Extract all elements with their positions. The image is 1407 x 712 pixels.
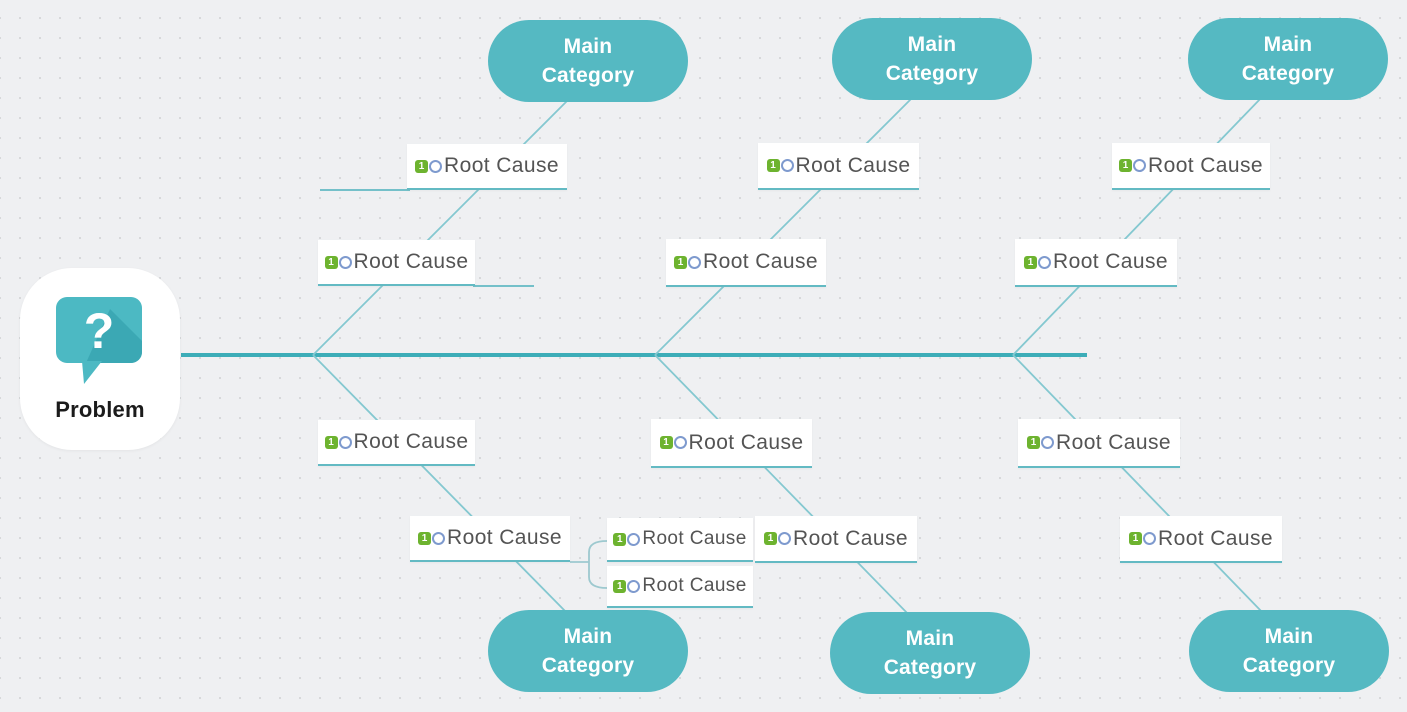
root-cause-label: Root Cause: [1158, 526, 1273, 550]
root-cause-node[interactable]: 1 Root Cause: [758, 143, 919, 190]
main-category-label: Main Category: [541, 35, 635, 87]
number-badge-icon: 1: [764, 532, 778, 545]
root-cause-label: Root Cause: [353, 430, 469, 453]
bone-top-right: [1012, 95, 1264, 356]
number-badge-icon: 1: [766, 159, 780, 172]
bone-bottom-right: [1012, 354, 1264, 614]
main-category-node[interactable]: Main Category: [488, 610, 688, 692]
root-cause-label: Root Cause: [688, 430, 804, 454]
circle-icon: [338, 255, 352, 269]
circle-icon: [1041, 436, 1055, 449]
sub-cause-bracket: [588, 540, 608, 589]
circle-icon: [1143, 532, 1157, 545]
circle-icon: [627, 532, 641, 546]
circle-icon: [432, 531, 446, 545]
main-category-label: Main Category: [541, 625, 635, 677]
number-badge-icon: 1: [1027, 436, 1041, 449]
root-cause-node[interactable]: 1 Root Cause: [1015, 239, 1177, 287]
root-cause-node[interactable]: 1 Root Cause: [1120, 516, 1282, 563]
root-cause-label: Root Cause: [1056, 430, 1171, 454]
root-cause-label: Root Cause: [793, 526, 908, 550]
main-category-node[interactable]: Main Category: [1189, 610, 1389, 692]
root-cause-node[interactable]: 1 Root Cause: [318, 420, 475, 466]
number-badge-icon: 1: [1129, 532, 1143, 545]
main-category-node[interactable]: Main Category: [488, 20, 688, 102]
root-cause-label: Root Cause: [642, 575, 747, 596]
bone-top-left: [312, 95, 573, 356]
bone-top-middle: [654, 95, 915, 356]
circle-icon: [688, 255, 702, 269]
root-cause-label: Root Cause: [795, 153, 911, 177]
main-category-node[interactable]: Main Category: [830, 612, 1030, 694]
circle-icon: [780, 159, 794, 172]
circle-icon: [338, 435, 352, 449]
root-cause-node[interactable]: 1 Root Cause: [1018, 419, 1180, 468]
root-cause-node[interactable]: 1 Root Cause: [666, 239, 826, 287]
number-badge-icon: 1: [613, 532, 627, 546]
root-cause-label: Root Cause: [353, 250, 469, 273]
bone-bottom-middle: [654, 354, 912, 618]
root-cause-label: Root Cause: [447, 526, 562, 549]
root-cause-node[interactable]: 1 Root Cause: [1112, 143, 1270, 190]
number-badge-icon: 1: [1024, 255, 1038, 269]
circle-icon: [673, 436, 687, 449]
main-category-node[interactable]: Main Category: [1188, 18, 1388, 100]
number-badge-icon: 1: [415, 159, 429, 173]
root-cause-node[interactable]: 1 Root Cause: [607, 566, 753, 608]
main-category-label: Main Category: [1241, 33, 1335, 85]
main-category-label: Main Category: [1242, 625, 1336, 677]
bone-bottom-left: [312, 354, 568, 614]
root-cause-label: Root Cause: [444, 154, 559, 177]
root-cause-label: Root Cause: [703, 250, 818, 273]
circle-icon: [778, 532, 792, 545]
number-badge-icon: 1: [1119, 159, 1133, 172]
root-cause-node[interactable]: 1 Root Cause: [407, 144, 567, 190]
number-badge-icon: 1: [674, 255, 688, 269]
root-cause-label: Root Cause: [1148, 153, 1263, 177]
root-cause-node[interactable]: 1 Root Cause: [755, 516, 917, 563]
root-cause-node[interactable]: 1 Root Cause: [410, 516, 570, 562]
problem-label: Problem: [55, 397, 145, 422]
root-cause-node[interactable]: 1 Root Cause: [607, 518, 753, 562]
question-mark-speech-bubble-icon: ?: [55, 296, 145, 395]
number-badge-icon: 1: [324, 435, 338, 449]
root-cause-label: Root Cause: [642, 528, 747, 549]
main-category-label: Main Category: [883, 627, 977, 679]
root-cause-label: Root Cause: [1053, 250, 1168, 273]
number-badge-icon: 1: [659, 436, 673, 449]
number-badge-icon: 1: [613, 579, 627, 593]
circle-icon: [627, 579, 641, 593]
circle-icon: [1038, 255, 1052, 269]
number-badge-icon: 1: [324, 255, 338, 269]
root-cause-node[interactable]: 1 Root Cause: [318, 240, 475, 286]
circle-icon: [1133, 159, 1147, 172]
main-category-node[interactable]: Main Category: [832, 18, 1032, 100]
number-badge-icon: 1: [418, 531, 432, 545]
main-category-label: Main Category: [885, 33, 979, 85]
problem-node[interactable]: ? Problem: [20, 268, 180, 450]
svg-text:?: ?: [84, 303, 115, 359]
root-cause-node[interactable]: 1 Root Cause: [651, 419, 812, 468]
circle-icon: [429, 159, 443, 173]
